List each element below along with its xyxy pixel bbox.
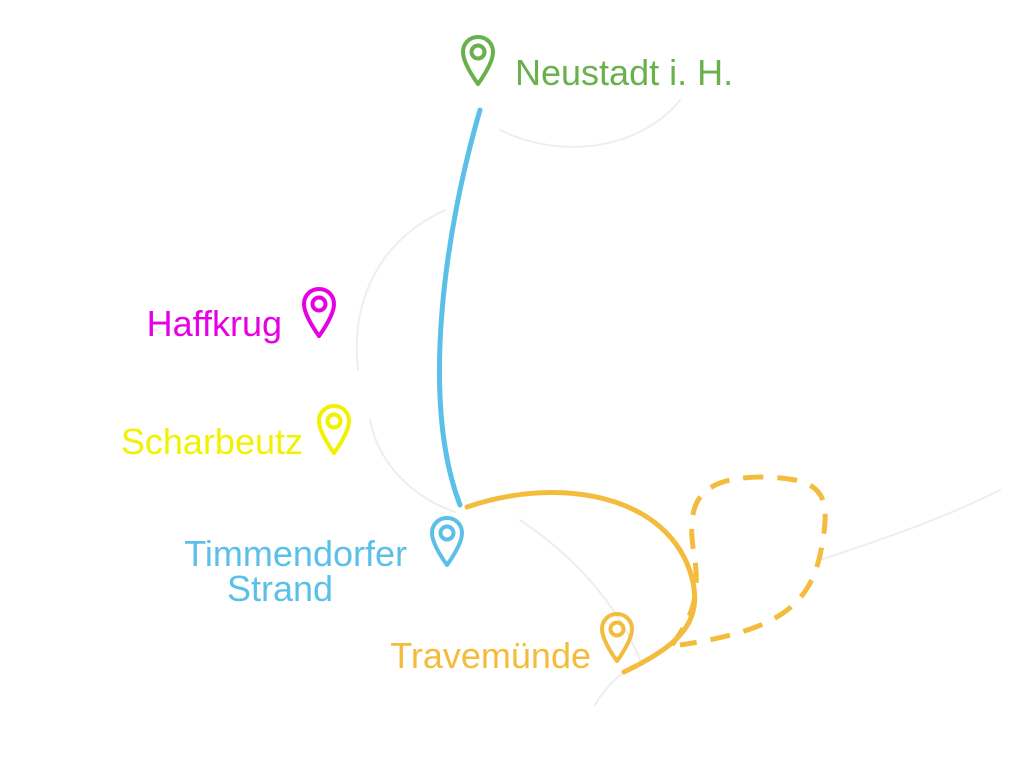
- place-label-travemuende: Travemünde: [390, 635, 591, 676]
- place-timmendorfer-strand[interactable]: Timmendorfer Strand: [184, 516, 464, 609]
- route-neustadt-timmendorfer: [437, 107, 483, 508]
- coastline: [355, 99, 1001, 706]
- place-label-timmendorfer-line2: Strand: [227, 568, 333, 609]
- place-label-scharbeutz: Scharbeutz: [121, 421, 303, 462]
- place-haffkrug[interactable]: Haffkrug: [147, 287, 336, 344]
- map-pin-icon: [317, 404, 351, 455]
- place-label-timmendorfer-line1: Timmendorfer: [184, 533, 407, 574]
- map-pin-icon: [302, 287, 336, 338]
- route-travemuende-loop: [669, 474, 828, 648]
- place-label-neustadt: Neustadt i. H.: [515, 52, 733, 93]
- map-pin-icon: [430, 516, 464, 567]
- place-label-haffkrug: Haffkrug: [147, 303, 282, 344]
- map-pin-icon: [461, 35, 495, 86]
- place-scharbeutz[interactable]: Scharbeutz: [121, 404, 351, 462]
- place-neustadt[interactable]: Neustadt i. H.: [461, 35, 733, 93]
- place-travemuende[interactable]: Travemünde: [390, 612, 634, 676]
- map-pin-icon: [600, 612, 634, 663]
